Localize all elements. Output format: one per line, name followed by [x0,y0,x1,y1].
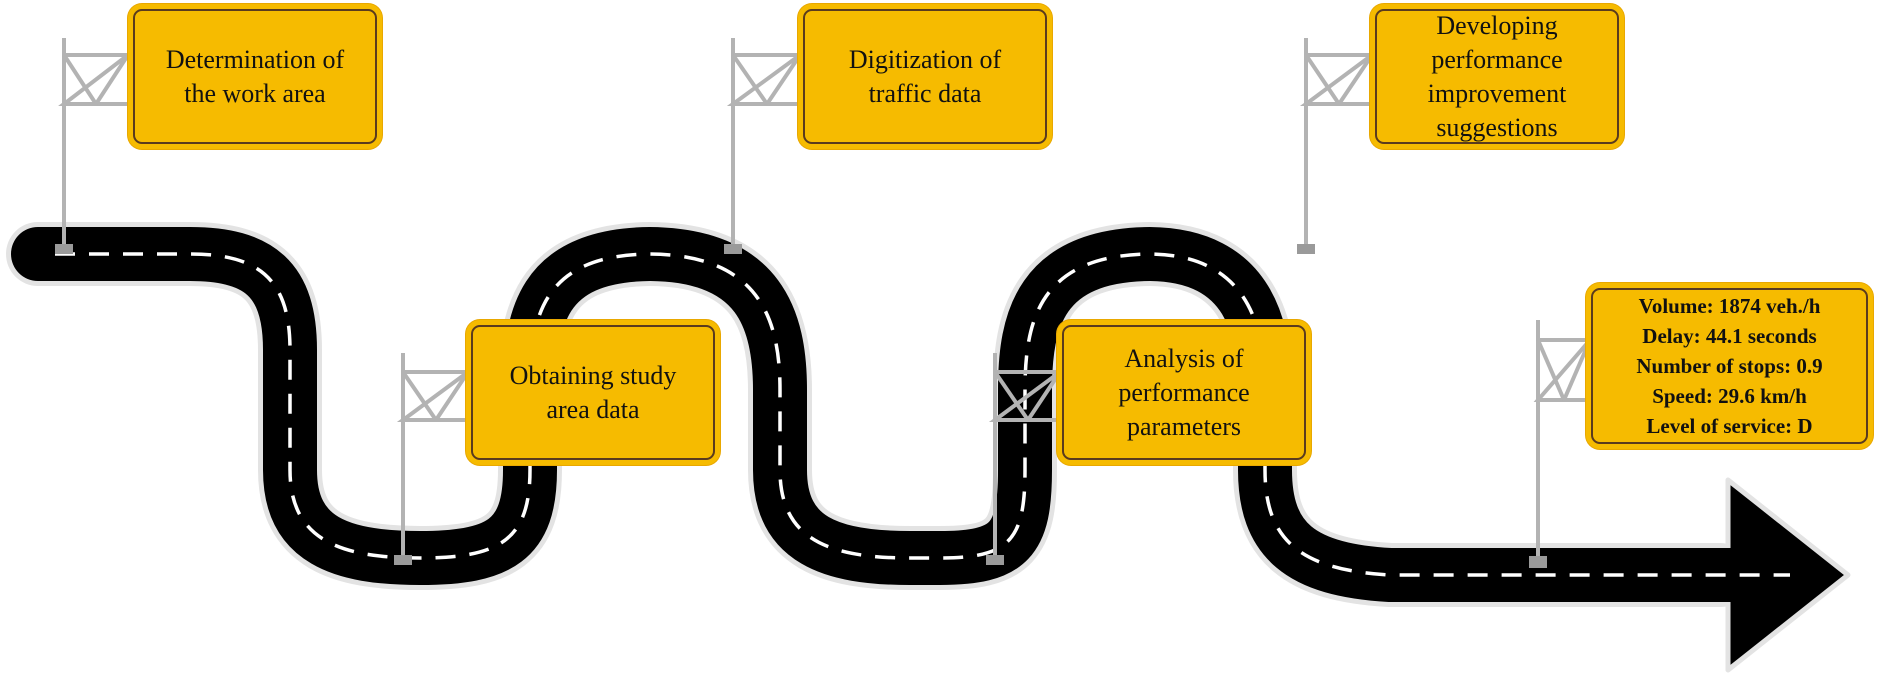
step-sign-4: Analysis of performance parameters [1057,320,1311,465]
signpost-icon [726,38,807,248]
signpost-icon [58,38,134,248]
signpost-icon [1299,38,1379,248]
step-label-3: Digitization of traffic data [803,9,1047,144]
signpost-icon [396,353,475,558]
result-stops: Number of stops: 0.9 [1636,354,1823,378]
signpost-icon [1533,320,1595,563]
step-sign-2: Obtaining study area data [466,320,720,465]
results-panel: Volume: 1874 veh./h Delay: 44.1 seconds … [1591,288,1868,444]
lane-marking [55,252,1790,577]
result-delay: Delay: 44.1 seconds [1642,324,1817,348]
step-label-1: Determination of the work area [133,9,377,144]
step-label-2: Obtaining study area data [471,325,715,460]
results-sign: Volume: 1874 veh./h Delay: 44.1 seconds … [1586,283,1873,449]
step-sign-1: Determination of the work area [128,4,382,149]
step-label-4: Analysis of performance parameters [1062,325,1306,460]
signpost-icon [988,353,1067,558]
step-sign-3: Digitization of traffic data [798,4,1052,149]
result-level-of-service: Level of service: D [1646,414,1813,438]
result-speed: Speed: 29.6 km/h [1652,384,1807,408]
step-label-5: Developing performance improvement sugge… [1375,9,1619,144]
step-sign-5: Developing performance improvement sugge… [1370,4,1624,149]
result-volume: Volume: 1874 veh./h [1638,294,1821,318]
